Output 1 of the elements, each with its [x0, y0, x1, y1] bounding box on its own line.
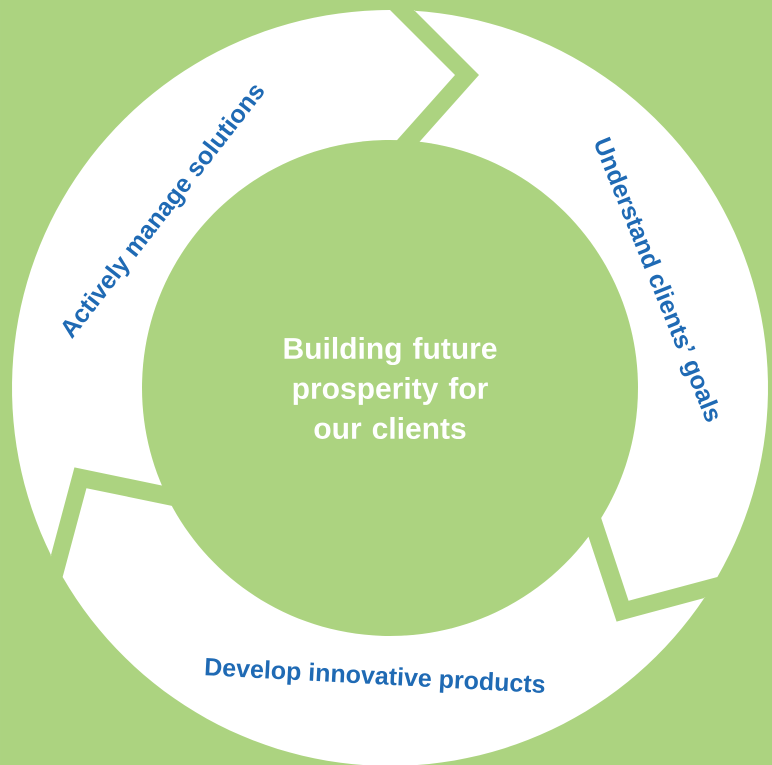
arrow-segment: Develop innovative products [62, 488, 706, 765]
